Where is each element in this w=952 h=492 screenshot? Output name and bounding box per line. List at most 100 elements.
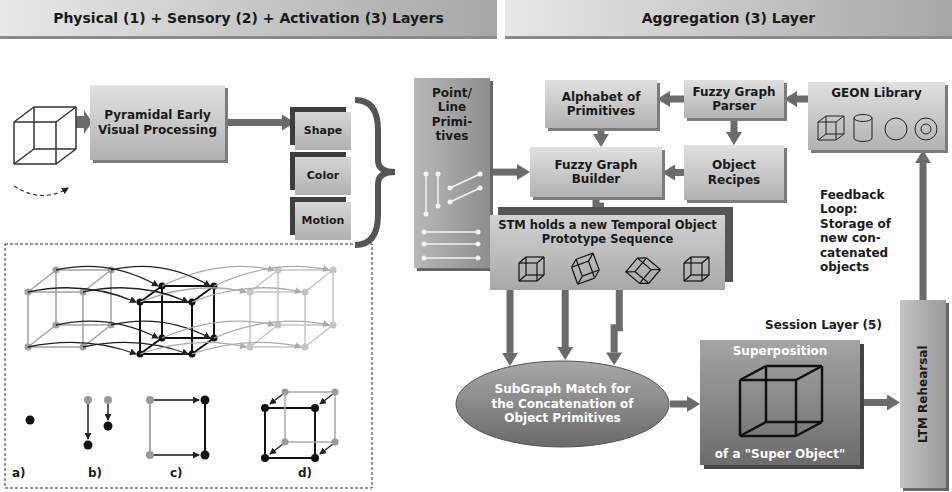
cube-edge (818, 122, 819, 140)
motion-arrow (192, 288, 301, 302)
cube-edge (796, 422, 822, 436)
cube-edge (55, 122, 57, 164)
prototype-cube (684, 257, 709, 281)
primitives-box: Point/ Line Primi- tives (414, 78, 490, 268)
cube-edge (332, 270, 334, 325)
cube-edge (526, 274, 544, 275)
figure-letter: a) (12, 466, 26, 480)
vertex-dot (330, 322, 337, 329)
cube-edge (570, 259, 579, 267)
node-text: Physical (1) + Sensory (2) + Activation … (53, 10, 444, 27)
point (146, 396, 154, 404)
cube-edge (82, 292, 84, 347)
node-text: of a "Super Object" (715, 447, 845, 461)
process-box: Fuzzy Graph Builder (530, 147, 662, 197)
cube (14, 107, 76, 164)
flow-arrow (598, 128, 605, 134)
prototype-cube (519, 257, 544, 281)
motion-arrow (162, 321, 274, 338)
primitive-dot (436, 204, 441, 209)
cube-edge (56, 149, 76, 164)
point (201, 451, 210, 460)
point (104, 396, 112, 404)
cube-edge (740, 366, 766, 380)
memory-box: LTM Rehearsal (900, 300, 946, 488)
process-box: Alphabet of Primitives (545, 80, 657, 128)
primitive-line (424, 231, 478, 233)
cube-edge (691, 274, 709, 275)
cube-edge (691, 256, 709, 257)
cube-edge (766, 365, 822, 368)
layer-band: Physical (1) + Sensory (2) + Activation … (0, 0, 497, 36)
cube-edge (683, 263, 684, 281)
cylinder (854, 118, 872, 142)
cube-edge (826, 116, 844, 117)
node-text: Shape (304, 124, 343, 137)
cube-edge (110, 270, 112, 325)
library-box: GEON Library (808, 82, 945, 150)
cube-edge (56, 107, 76, 122)
node-text: Fuzzy Graph Parser (688, 85, 780, 114)
cube-edge (690, 257, 691, 275)
primitive-line (450, 188, 480, 202)
cube (626, 253, 661, 287)
cube-edge (518, 263, 519, 281)
node-text: GEON Library (831, 86, 922, 100)
point (84, 441, 93, 450)
cube-edge (576, 276, 585, 284)
cube-edge (836, 134, 844, 140)
cube-edge (140, 301, 192, 303)
primitive-dot (424, 172, 429, 177)
primitive-dot (478, 172, 483, 177)
cube-edge (647, 258, 661, 270)
note-text: Feedback Loop: Storage of new con- caten… (820, 188, 898, 274)
point (311, 454, 319, 462)
cube-edge (519, 262, 537, 263)
node-text: Aggregation (3) Layer (642, 10, 816, 27)
cylinder (854, 115, 872, 122)
line-arrow (320, 444, 333, 454)
sphere (885, 118, 907, 140)
cube-edge (765, 366, 768, 422)
line-arrow (270, 394, 283, 404)
cube-edge (708, 257, 709, 275)
motion-arrow (28, 342, 136, 354)
line-arrow (107, 404, 109, 420)
cube-edge (701, 263, 702, 281)
feature-map: Color (295, 157, 351, 195)
cube-edge (56, 324, 111, 326)
motion-arrow (111, 266, 210, 286)
motion-arrow (56, 321, 158, 338)
cube-edge (34, 106, 76, 108)
cube-edge (818, 116, 826, 122)
cube-edge (192, 338, 214, 354)
motion-arrow (192, 342, 301, 354)
motion-arrow (214, 321, 329, 338)
cube-edge (75, 107, 77, 149)
cube-edge (277, 270, 279, 325)
edge-line (149, 400, 151, 455)
cube-edge (702, 257, 709, 263)
point (84, 396, 92, 404)
cube-edge (826, 134, 844, 135)
flow-arrow (797, 96, 808, 103)
cube-edge (640, 279, 649, 288)
cube-edge (14, 107, 34, 122)
edge-line (265, 407, 315, 409)
cube-edge (543, 257, 544, 275)
primitive-line (425, 174, 427, 214)
cube-edge (740, 422, 766, 436)
motion-arrow (140, 342, 246, 354)
feature-map: Shape (295, 112, 351, 150)
vertex-dot (247, 344, 254, 351)
cube-edge (766, 421, 822, 424)
cube (25, 267, 115, 351)
flow-arrow (225, 119, 282, 126)
cube-edge (519, 257, 526, 263)
flow-arrow (614, 290, 619, 352)
point (282, 439, 289, 446)
flow-arrow (596, 197, 601, 207)
edge-line (334, 392, 336, 442)
primitive-dot (478, 186, 483, 191)
cube-edge (304, 292, 306, 347)
